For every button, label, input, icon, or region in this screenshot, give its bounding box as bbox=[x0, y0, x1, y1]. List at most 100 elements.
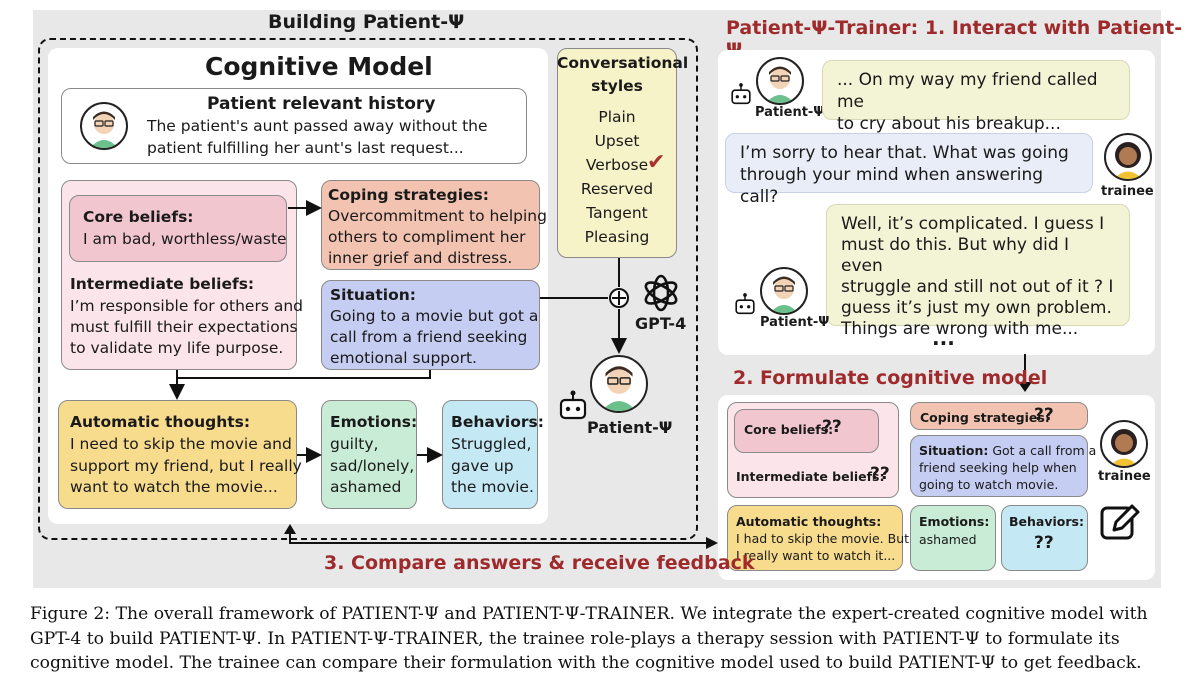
situation-card bbox=[321, 280, 540, 370]
f-emotions-label: Emotions: bbox=[919, 514, 990, 529]
chat-message-1-line2: to cry about his breakup... bbox=[837, 114, 1061, 134]
f-coping-card bbox=[910, 402, 1088, 430]
situation-line3: emotional support. bbox=[330, 349, 477, 367]
emotions-label: Emotions: bbox=[330, 413, 418, 431]
patient-face-icon bbox=[90, 111, 118, 148]
f-core-label: Core beliefs: bbox=[744, 422, 834, 437]
f-behaviors-question: ?? bbox=[1034, 533, 1054, 553]
patient-face-icon bbox=[770, 276, 798, 313]
style-item-tangent: Tangent bbox=[586, 204, 648, 222]
chat-message-3: Well, it’s complicated. I guess I must d… bbox=[826, 204, 1130, 339]
emotions-line2: sad/lonely, bbox=[330, 457, 415, 475]
situation-line2: call from a friend seeking bbox=[330, 328, 528, 346]
patient-face-icon bbox=[601, 366, 637, 411]
behaviors-label: Behaviors: bbox=[451, 413, 544, 431]
f-situation-label: Situation: bbox=[919, 443, 989, 458]
trainee-face-icon bbox=[1114, 142, 1142, 179]
style-item-upset: Upset bbox=[594, 132, 640, 150]
chat-robot-icon-2 bbox=[735, 293, 755, 315]
chat-trainee-label: trainee bbox=[1101, 184, 1154, 199]
chat-message-3-line3: struggle and still not out of it ? I bbox=[841, 277, 1114, 297]
behaviors-card bbox=[442, 400, 538, 509]
caption-line2: GPT-4 to build PATIENT-Ψ. In PATIENT-Ψ-T… bbox=[30, 628, 1120, 649]
coping-strategies-card bbox=[321, 180, 540, 270]
patient-avatar bbox=[80, 102, 128, 150]
intermediate-beliefs-line1: I’m responsible for others and bbox=[70, 297, 303, 315]
patient-psi-avatar bbox=[590, 355, 648, 413]
chat-message-2-line1: I’m sorry to hear that. What was going bbox=[740, 143, 1069, 163]
cognitive-model-title: Cognitive Model bbox=[205, 52, 433, 81]
chat-message-3-line2: must do this. But why did I even bbox=[841, 235, 1070, 276]
f-trainee-label: trainee bbox=[1098, 469, 1151, 484]
coping-line2: others to compliment her bbox=[328, 228, 526, 246]
f-situation-line2: friend seeking help when bbox=[919, 460, 1077, 475]
styles-card bbox=[557, 48, 677, 258]
core-beliefs-card bbox=[69, 195, 287, 262]
chat-message-1: ... On my way my friend called me to cry… bbox=[822, 60, 1130, 134]
chat-patient-avatar-1 bbox=[756, 57, 804, 105]
building-region bbox=[38, 38, 698, 540]
f-core-question: ?? bbox=[822, 417, 842, 437]
automatic-line1: I need to skip the movie and bbox=[70, 435, 292, 453]
core-beliefs-text: I am bad, worthless/waste bbox=[83, 230, 287, 248]
selected-check-icon: ✔ bbox=[647, 150, 666, 175]
behaviors-line1: Struggled, bbox=[451, 435, 532, 453]
compare-label: 3. Compare answers & receive feedback bbox=[324, 552, 755, 574]
style-item-verbose: Verbose bbox=[585, 156, 649, 174]
f-intermediate-label: Intermediate beliefs: bbox=[736, 469, 885, 484]
formulate-title: 2. Formulate cognitive model bbox=[733, 367, 1048, 389]
gpt4-label: GPT-4 bbox=[635, 314, 687, 333]
f-automatic-line1: I had to skip the movie. But bbox=[736, 531, 910, 546]
caption-line3: cognitive model. The trainee can compare… bbox=[30, 653, 1142, 673]
chat-patient-avatar-2 bbox=[760, 267, 808, 315]
automatic-line3: want to watch the movie... bbox=[70, 478, 278, 496]
coping-strategies-label: Coping strategies: bbox=[328, 186, 489, 204]
chat-message-2-line2: through your mind when answering call? bbox=[740, 165, 1044, 207]
caption-line1: Figure 2: The overall framework of PATIE… bbox=[30, 604, 1148, 624]
chat-message-2: I’m sorry to hear that. What was going t… bbox=[725, 133, 1093, 207]
f-situation-line3: going to watch movie. bbox=[919, 477, 1059, 492]
to-formulate-arrow bbox=[1018, 354, 1032, 392]
style-item-reserved: Reserved bbox=[580, 180, 654, 198]
f-trainee-avatar bbox=[1100, 420, 1148, 468]
intermediate-beliefs-line3: to validate my life purpose. bbox=[70, 339, 284, 357]
patient-face-icon bbox=[766, 66, 794, 103]
intermediate-beliefs-label: Intermediate beliefs: bbox=[70, 275, 255, 293]
compare-arrow bbox=[284, 524, 718, 549]
automatic-thoughts-card bbox=[58, 400, 297, 509]
f-behaviors-label: Behaviors: bbox=[1009, 514, 1084, 529]
chat-robot-icon-1 bbox=[731, 83, 751, 105]
situation-line1: Going to a movie but got a bbox=[330, 307, 539, 325]
f-automatic-card bbox=[727, 505, 903, 571]
f-behaviors-card bbox=[1001, 505, 1088, 571]
intermediate-beliefs-line2: must fulfill their expectations bbox=[70, 318, 298, 336]
chat-message-3-line5: Things are wrong with me... bbox=[841, 319, 1079, 339]
situation-label: Situation: bbox=[330, 286, 416, 304]
coping-line3: inner grief and distress. bbox=[328, 249, 513, 267]
chat-message-3-line1: Well, it’s complicated. I guess I bbox=[841, 214, 1105, 234]
f-emotions-text: ashamed bbox=[919, 532, 977, 547]
f-situation-line1: Situation: Got a call from a bbox=[919, 443, 1096, 458]
style-item-plain: Plain bbox=[598, 108, 636, 126]
styles-title-line2: styles bbox=[591, 77, 643, 95]
history-line1: The patient's aunt passed away without t… bbox=[147, 117, 488, 135]
emotions-line3: ashamed bbox=[330, 478, 402, 496]
history-card bbox=[61, 88, 527, 164]
building-title: Building Patient-Ψ bbox=[262, 11, 471, 33]
automatic-line2: support my friend, but I really bbox=[70, 457, 302, 475]
chat-ellipsis: ... bbox=[932, 326, 955, 350]
styles-title-line1: Conversational bbox=[557, 54, 689, 72]
emotions-card bbox=[321, 400, 417, 509]
history-title: Patient relevant history bbox=[207, 94, 436, 114]
behaviors-line2: gave up bbox=[451, 457, 514, 475]
robot-icon bbox=[559, 390, 587, 420]
chat-trainee-avatar bbox=[1104, 133, 1152, 181]
coping-line1: Overcommitment to helping bbox=[328, 207, 547, 225]
automatic-thoughts-label: Automatic thoughts: bbox=[70, 413, 251, 431]
cognitive-flow-arrows bbox=[169, 200, 627, 463]
f-situation-card bbox=[910, 435, 1088, 497]
chat-message-1-line1: ... On my way my friend called me bbox=[837, 70, 1098, 112]
patient-psi-label: Patient-Ψ bbox=[587, 418, 673, 437]
emotions-line1: guilty, bbox=[330, 435, 379, 453]
chat-patient-label-2: Patient-Ψ bbox=[760, 315, 830, 330]
